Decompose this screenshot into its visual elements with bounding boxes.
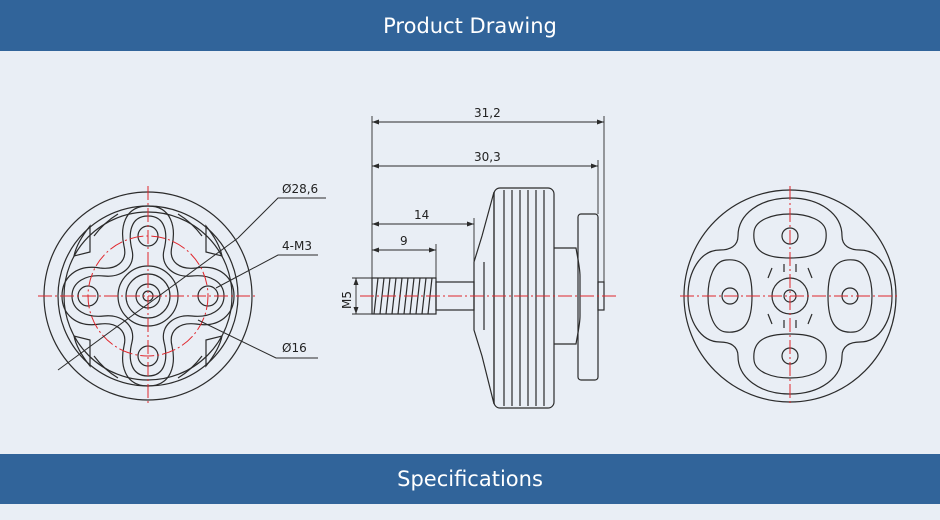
- label-body-length: 30,3: [474, 150, 501, 164]
- label-outer-diameter: Ø28,6: [282, 182, 318, 196]
- front-leaders: [57, 197, 326, 371]
- front-slot-5: [93, 213, 119, 237]
- leader-outer-diameter-ext: [57, 237, 239, 371]
- front-centerlines: [38, 186, 258, 406]
- label-thread-length: 9: [400, 234, 408, 248]
- base-flange: [577, 213, 599, 381]
- front-slot-6: [177, 213, 203, 237]
- bell-fins: [503, 190, 545, 406]
- leader-outer-diameter: [237, 197, 326, 239]
- front-slot-2: [73, 224, 91, 257]
- front-slot-1: [205, 224, 223, 257]
- bottom-strip: [0, 504, 940, 520]
- rear-centerlines: [680, 186, 900, 406]
- arrowheads: [353, 119, 604, 314]
- technical-drawing: Ø28,6 4-M3 Ø16: [38, 106, 900, 409]
- front-slot-4: [73, 335, 91, 368]
- label-overall-length: 31,2: [474, 106, 501, 120]
- label-shaft-length: 14: [414, 208, 429, 222]
- front-slot-8: [177, 355, 203, 379]
- product-drawing-title: Product Drawing: [383, 13, 557, 38]
- leader-hole-circle: [197, 319, 318, 359]
- side-dimensions: [352, 116, 605, 315]
- specifications-banner: Specifications: [0, 454, 940, 504]
- specifications-title: Specifications: [397, 467, 543, 491]
- rear-lobe-left: [707, 259, 753, 333]
- label-hole-circle: Ø16: [282, 341, 307, 355]
- product-drawing-banner: Product Drawing: [0, 0, 940, 51]
- rear-slots: [767, 264, 813, 328]
- label-thread: M5: [340, 291, 354, 309]
- leader-mount-holes: [215, 254, 318, 289]
- front-slot-3: [205, 335, 223, 368]
- bell-body: [493, 187, 555, 409]
- rear-lobe-top: [753, 213, 827, 259]
- front-slot-7: [93, 355, 119, 379]
- rear-lobe-right: [827, 259, 873, 333]
- label-mount-holes: 4-M3: [282, 239, 312, 253]
- rear-lobe-bottom: [753, 333, 827, 379]
- front-bolt-circle: [87, 235, 209, 357]
- side-view: [371, 187, 605, 409]
